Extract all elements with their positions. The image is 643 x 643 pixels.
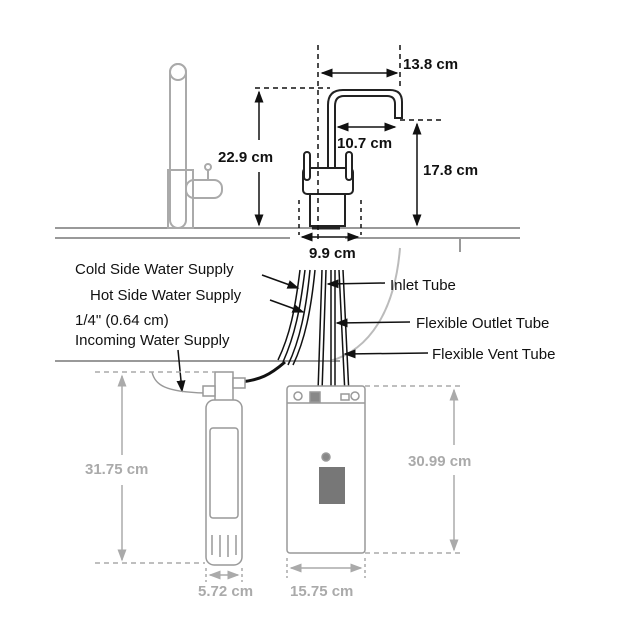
dim-tank-width: 15.75 cm <box>290 583 353 600</box>
reference-faucet <box>167 63 223 229</box>
callout-leaders <box>176 274 429 393</box>
dim-spout-reach: 10.7 cm <box>337 135 392 152</box>
label-cold-supply: Cold Side Water Supply <box>75 261 234 278</box>
dim-faucet-height: 22.9 cm <box>218 149 273 166</box>
label-vent-tube: Flexible Vent Tube <box>432 346 555 363</box>
label-hot-supply: Hot Side Water Supply <box>90 287 242 304</box>
dim-filter-height: 31.75 cm <box>85 461 148 478</box>
supply-tubes <box>239 269 350 396</box>
faucet-dimensions <box>254 45 445 242</box>
dim-tank-height: 30.99 cm <box>408 453 471 470</box>
dim-spout-reach-total: 13.8 cm <box>403 56 458 73</box>
dim-filter-width: 5.72 cm <box>198 583 253 600</box>
countertop <box>55 227 520 362</box>
hot-water-tank <box>286 385 366 554</box>
label-incoming-supply: Incoming Water Supply <box>75 332 230 349</box>
label-inlet-tube: Inlet Tube <box>390 277 456 294</box>
water-filter <box>151 371 246 566</box>
dim-spout-clearance: 17.8 cm <box>423 162 478 179</box>
label-incoming-size: 1/4" (0.64 cm) <box>75 312 169 329</box>
hot-water-faucet <box>302 89 403 230</box>
label-outlet-tube: Flexible Outlet Tube <box>416 315 549 332</box>
dim-base-width: 9.9 cm <box>309 245 356 262</box>
unit-dimensions <box>95 371 462 582</box>
